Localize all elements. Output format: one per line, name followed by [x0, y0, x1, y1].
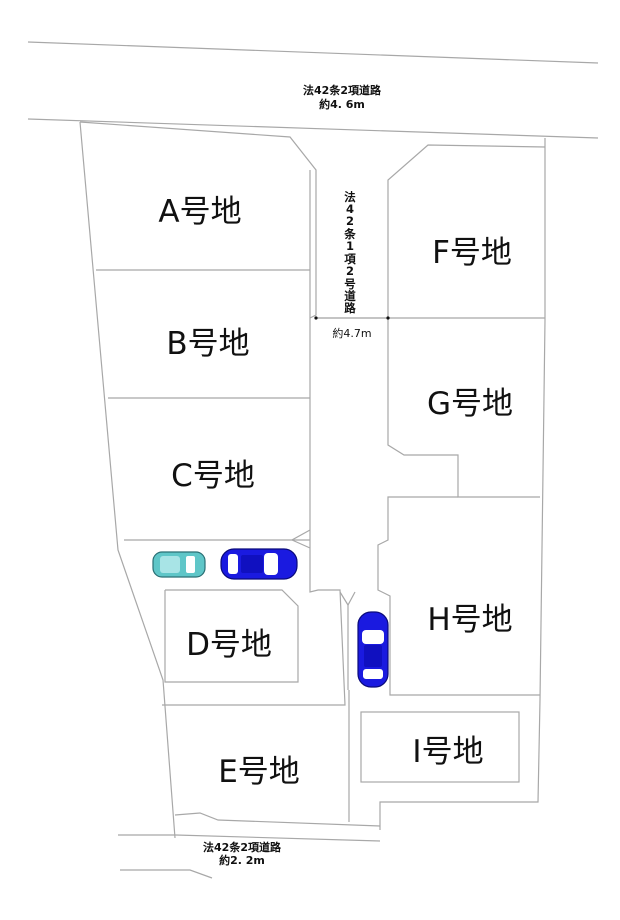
road-width-measure — [314, 316, 390, 320]
south-road-label-2: 約2. 2m — [219, 853, 265, 867]
svg-text:項: 項 — [344, 252, 356, 266]
lot-i-outline — [360, 711, 520, 783]
svg-text:条: 条 — [343, 227, 356, 241]
svg-text:道: 道 — [344, 289, 356, 303]
sedan-car-icon — [220, 548, 298, 580]
north-road-label-1: 法42条2項道路 — [303, 83, 382, 97]
svg-text:2: 2 — [346, 264, 354, 278]
south-road — [118, 812, 381, 879]
lot-f-label: F号地 — [432, 235, 512, 271]
lot-i-label: I号地 — [412, 734, 483, 770]
svg-text:2: 2 — [346, 214, 354, 228]
north-road — [27, 41, 599, 139]
lot-d-outline — [164, 589, 299, 683]
lot-e-label: E号地 — [218, 754, 300, 790]
svg-text:号: 号 — [344, 277, 356, 291]
south-road-label-1: 法42条2項道路 — [203, 840, 282, 854]
svg-text:路: 路 — [344, 301, 356, 315]
compact-car-icon — [152, 551, 206, 578]
center-road-width: 約4.7m — [332, 326, 371, 340]
west-boundary — [79, 121, 176, 839]
lot-f-outline — [387, 144, 546, 318]
svg-text:4: 4 — [346, 202, 354, 216]
center-road-vertical-label: 法 4 2 条 1 項 2 号 道 路 — [343, 190, 356, 315]
north-road-label-2: 約4. 6m — [319, 97, 365, 111]
lot-c-label: C号地 — [171, 458, 255, 494]
lot-a-outline — [79, 121, 317, 319]
lot-h-label: H号地 — [427, 602, 512, 638]
lot-g-label: G号地 — [427, 386, 513, 422]
svg-text:1: 1 — [346, 239, 354, 253]
sedan-car-vertical-icon — [357, 611, 389, 688]
lot-a-label: A号地 — [158, 194, 241, 230]
lot-b-label: B号地 — [166, 326, 249, 362]
lot-d-label: D号地 — [186, 627, 272, 663]
svg-text:法: 法 — [344, 190, 356, 204]
